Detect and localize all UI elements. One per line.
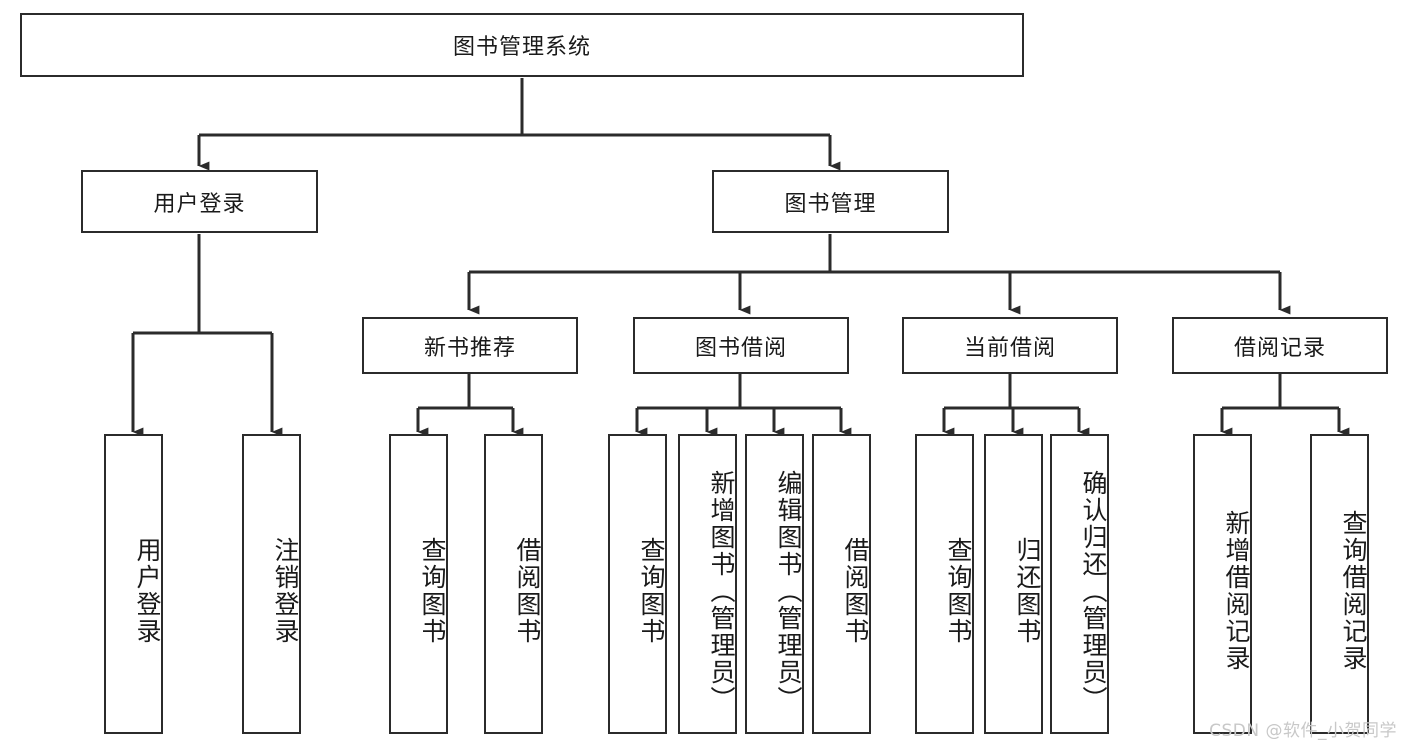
node-label: 借阅图书	[513, 537, 542, 645]
node-system-title[interactable]: 图书管理系统	[20, 13, 1024, 77]
node-label: 编辑图书（管理员）	[774, 469, 803, 713]
node-borrow-record[interactable]: 借阅记录	[1172, 317, 1388, 374]
node-leaf-add-book[interactable]: 新增图书（管理员）	[678, 434, 737, 734]
node-label: 新书推荐	[423, 335, 516, 361]
node-label: 借阅记录	[1233, 335, 1326, 361]
node-current-borrow[interactable]: 当前借阅	[902, 317, 1118, 374]
node-book-management[interactable]: 图书管理	[712, 170, 949, 233]
node-leaf-query-book-1[interactable]: 查询图书	[389, 434, 448, 734]
node-label: 图书管理	[784, 191, 877, 217]
node-label: 确认归还（管理员）	[1079, 469, 1108, 713]
node-user-login[interactable]: 用户登录	[81, 170, 318, 233]
node-leaf-borrow-book-1[interactable]: 借阅图书	[484, 434, 543, 734]
node-label: 用户登录	[133, 537, 162, 645]
node-book-borrow[interactable]: 图书借阅	[633, 317, 849, 374]
node-label: 注销登录	[271, 537, 300, 645]
node-label: 查询图书	[637, 537, 666, 645]
node-leaf-confirm-return[interactable]: 确认归还（管理员）	[1050, 434, 1109, 734]
node-label: 查询借阅记录	[1339, 510, 1368, 672]
node-leaf-query-book-3[interactable]: 查询图书	[915, 434, 974, 734]
node-label: 查询图书	[944, 537, 973, 645]
node-new-book-recommend[interactable]: 新书推荐	[362, 317, 578, 374]
node-label: 图书管理系统	[452, 35, 591, 60]
node-label: 查询图书	[418, 537, 447, 645]
node-leaf-return-book[interactable]: 归还图书	[984, 434, 1043, 734]
node-label: 图书借阅	[694, 335, 787, 361]
node-label: 借阅图书	[841, 537, 870, 645]
node-leaf-logout-login[interactable]: 注销登录	[242, 434, 301, 734]
node-leaf-query-record[interactable]: 查询借阅记录	[1310, 434, 1369, 734]
node-leaf-user-login[interactable]: 用户登录	[104, 434, 163, 734]
node-label: 归还图书	[1013, 537, 1042, 645]
csdn-watermark: CSDN @软件_小贺同学	[1209, 721, 1397, 741]
node-leaf-add-record[interactable]: 新增借阅记录	[1193, 434, 1252, 734]
node-label: 新增图书（管理员）	[707, 469, 736, 713]
node-leaf-borrow-book-2[interactable]: 借阅图书	[812, 434, 871, 734]
node-leaf-query-book-2[interactable]: 查询图书	[608, 434, 667, 734]
node-label: 当前借阅	[963, 335, 1056, 361]
node-label: 用户登录	[153, 191, 246, 217]
node-leaf-edit-book[interactable]: 编辑图书（管理员）	[745, 434, 804, 734]
node-label: 新增借阅记录	[1222, 510, 1251, 672]
